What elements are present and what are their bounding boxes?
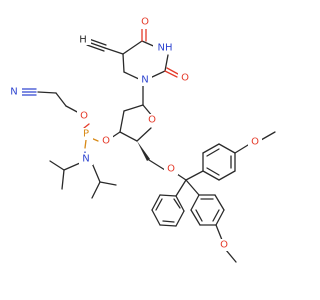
molecule-canvas: O NH O N H O O P O N N O O O	[8, 16, 276, 263]
atom-h-ethynyl: H	[79, 35, 87, 46]
atom-o-carbonyl-top: O	[141, 17, 149, 28]
atom-o-furanose: O	[148, 115, 156, 126]
atom-o-5prime: O	[167, 164, 175, 175]
atom-o-cyanoethyl: O	[80, 111, 88, 122]
molecule-structure: O NH O N H O O P O N N O O O	[8, 16, 276, 263]
atom-labels: O NH O N H O O P O N N O O O	[8, 17, 262, 251]
atom-n-nitrile: N	[10, 87, 17, 98]
atom-o-methoxy-lower: O	[220, 240, 228, 251]
atom-n-ring: N	[141, 75, 148, 86]
furanose-ring	[119, 84, 166, 171]
atom-n-amine: N	[82, 154, 89, 165]
atom-o-methoxy-upper: O	[251, 137, 259, 148]
atom-p: P	[83, 129, 89, 140]
atom-nh: NH	[158, 43, 173, 54]
atom-o-carbonyl-right: O	[181, 73, 189, 84]
dmt-group	[151, 131, 276, 263]
atom-o-3prime: O	[102, 136, 110, 147]
